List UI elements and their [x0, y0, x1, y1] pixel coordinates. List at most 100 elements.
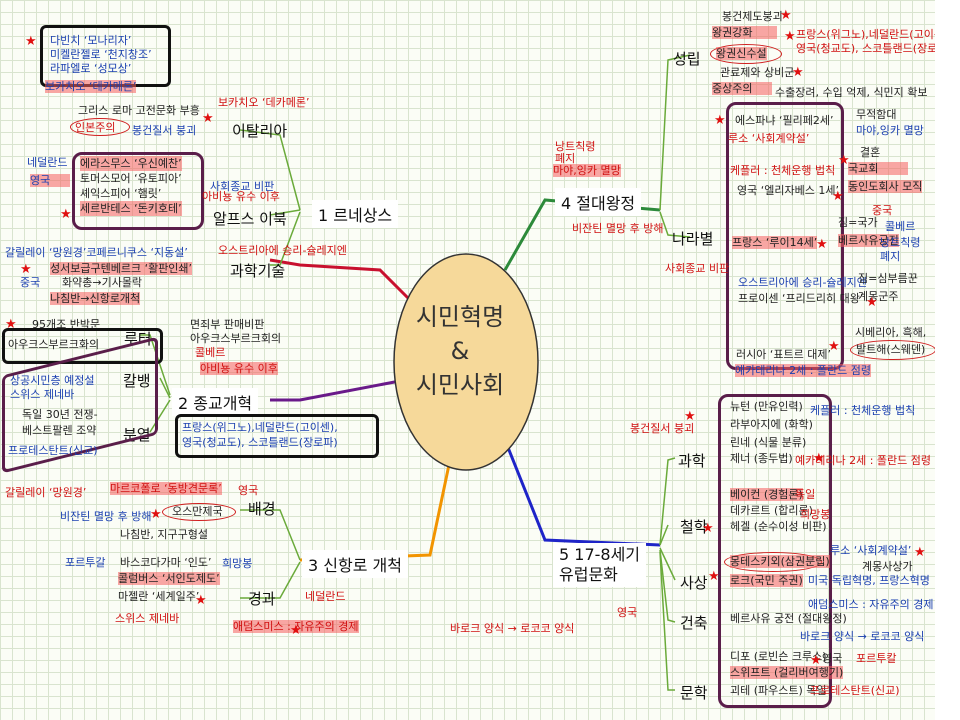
highlight-box-culture [718, 394, 832, 708]
star-icon: ★ [816, 237, 828, 252]
cat-division: 분열 [123, 426, 151, 444]
rousseau-2: 루소 ‘사회계약설’ [830, 544, 912, 557]
star-icon: ★ [792, 65, 804, 80]
alps-item: 에라스무스 ‘우신예찬’ [80, 156, 182, 171]
lavoisier: 라부아지에 (화학) [730, 418, 813, 431]
star-icon: ★ [702, 521, 714, 536]
uk-puritan: 영국(청교도), 스코틀랜드(장로파) [796, 42, 952, 55]
byzantine-fall-2: 비잔틴 멸망 후 방해 [572, 222, 664, 235]
thirty-years-war: 독일 30년 전쟁- [22, 408, 98, 421]
kepler-2: 케플러 : 천체운행 법칙 [810, 404, 916, 417]
galileo-telescope: 갈릴레이 ‘망원경’ [5, 486, 87, 499]
star-icon: ★ [20, 262, 32, 277]
cape-hope-2: 희망봉 [800, 508, 831, 521]
adam-smith: 애덤스미스 : 자유주의 경제 [233, 620, 359, 633]
cat-architecture: 건축 [680, 614, 708, 632]
social-critique: 사회종교 비판 [210, 180, 275, 193]
compass-globe: 나침반, 지구구형설 [120, 528, 208, 541]
oval-humanism [70, 118, 130, 136]
highlight-box-alps [72, 152, 204, 230]
art-item: 라파엘로 ‘성모상’ [50, 62, 132, 75]
highlight-box-luther [2, 328, 163, 364]
armada: 무적함대 [856, 108, 897, 121]
cat-italy: 이탈리아 [232, 122, 288, 140]
magellan: 마젤란 ‘세계일주’ [118, 590, 200, 603]
denominations-list: 프랑스(위그노),네덜란드(고이센), 영국(청교도), 스코틀랜드(장로파) [182, 420, 338, 450]
cat-background: 배경 [248, 500, 276, 518]
adam-smith-2: 애덤스미스 : 자유주의 경제 [808, 598, 934, 611]
abolish: 폐지 [555, 152, 576, 165]
alps-item: 세르반테스 ‘돈키호테’ [80, 201, 182, 216]
netherlands-label: 네덜란드 [27, 156, 68, 169]
protestant-2: 프로테스탄트(신교) [810, 684, 900, 697]
boccaccio-label: 보카치오 ‘데카메론’ [45, 80, 137, 93]
england-label: 영국 [30, 174, 70, 187]
ninety-five-theses: 95개조 반박문 [32, 318, 101, 331]
hegel: 헤겔 (순수이성 비판) [730, 520, 827, 533]
branch-renaissance: 1 르네상스 [312, 200, 399, 228]
branch-culture-line2: 유럽문화 [559, 565, 618, 584]
boccaccio-label-2: 보카치오 ‘데카메론’ [218, 96, 310, 109]
bacon: 베이컨 (경험론) [730, 488, 803, 501]
art-list: 다빈치 ‘모나리자’ 미켈란젤로 ‘천지창조’ 라파엘로 ‘성모상’ [50, 34, 152, 76]
kepler: 케플러 : 천체운행 법칙 [730, 164, 836, 177]
star-icon: ★ [708, 569, 720, 584]
mercantilism: 중상주의 [712, 82, 772, 95]
rousseau-label: 루소 ‘사회계약설’ [728, 132, 810, 145]
kingpower: 왕권강화 [712, 26, 777, 39]
jenner: 제너 (종두법) [730, 452, 793, 465]
protestant-label: 프로테스탄트(신교) [8, 444, 98, 457]
baroque-rococo-2: 바로크 양식 → 로코코 양식 [450, 622, 575, 635]
peter: 러시아 ‘표트르 대제’ [736, 348, 831, 361]
central-topic-line1: 시민혁명 [415, 303, 505, 331]
feudal-collapse-2: 봉건질서 붕괴 [630, 422, 695, 435]
alps-item: 토머스모어 ‘유토피아’ [80, 172, 182, 185]
maya-inca-2: 마야,잉카 멸망 [553, 164, 621, 177]
cat-science: 과학 [678, 452, 706, 470]
byzantine-fall: 비잔틴 멸망 후 방해 [60, 510, 152, 523]
central-topic-line3: 시민사회 [415, 371, 505, 399]
compass-route: 나침반→신항로개척 [50, 292, 141, 305]
portugal-label: 포르투갈 [65, 556, 106, 569]
elizabeth: 영국 ‘엘리자베스 1세’ [737, 184, 839, 197]
national-church: 국교회 [848, 162, 908, 175]
china-label: 중국 [20, 276, 41, 289]
social-critique-2: 사회종교 비판 [665, 262, 730, 275]
divine-right: 왕권신수설 [716, 47, 767, 60]
denominations-item: 프랑스(위그노),네덜란드(고이센), [182, 421, 338, 434]
star-icon: ★ [60, 207, 72, 222]
enlightenment-thinkers: 계몽사상가 [862, 560, 913, 573]
versailles-palace: 베르사유 궁전 (절대왕정) [730, 612, 847, 625]
star-icon: ★ [838, 153, 850, 168]
feudal-collapse: 봉건질서 붕괴 [132, 124, 197, 137]
cat-thought: 사상 [680, 574, 708, 592]
linnaeus: 린네 (식물 분류) [730, 436, 807, 449]
austria-victory: 오스트리아에 승리-슐레지엔 [218, 244, 347, 257]
cat-course: 경과 [248, 590, 276, 608]
china-label-2: 중국 [872, 204, 893, 217]
catherine-2: 예카테리나 2세 : 폴란드 점령 [795, 454, 932, 467]
galileo-copernicus: 갈릴레이 ‘망원경’코페르니쿠스 ‘지동설’ [5, 246, 188, 259]
spain-geneva: 스위스 제네바 [115, 612, 180, 625]
branch-routes: 3 신항로 개척 [302, 550, 408, 578]
cat-alps: 알프스 이북 [213, 210, 287, 228]
marco-polo: 마르코폴로 ‘동방견문록’ [110, 482, 222, 495]
kolbert-label: 콜베르 [195, 346, 226, 359]
louis-xiv: 프랑스 ‘루이14세’ [732, 236, 818, 249]
england-label-3: 영국 [617, 606, 638, 619]
da-gama: 바스코다가마 ‘인도’ [120, 556, 212, 569]
england-label-4: 영국 [822, 652, 843, 665]
avignon-after-2: 아비뇽 유수 이후 [200, 362, 278, 375]
cat-growth: 성립 [673, 50, 701, 68]
england-label-2: 영국 [238, 484, 259, 497]
newton: 뉴턴 (만유인력) [730, 400, 803, 413]
cat-philosophy: 철학 [680, 518, 708, 536]
central-topic: 시민혁명 & 시민사회 [405, 300, 515, 402]
westphalia-treaty: 베스트팔렌 조약 [22, 424, 97, 437]
avignon-after: 아비뇽 유수 이후 [202, 190, 280, 203]
locke: 로크(국민 주권) [730, 574, 803, 587]
swift: 스위프트 (걸리버여행기) [730, 666, 844, 679]
portugal-label-2: 포르투칼 [856, 652, 897, 665]
star-icon: ★ [813, 451, 825, 466]
